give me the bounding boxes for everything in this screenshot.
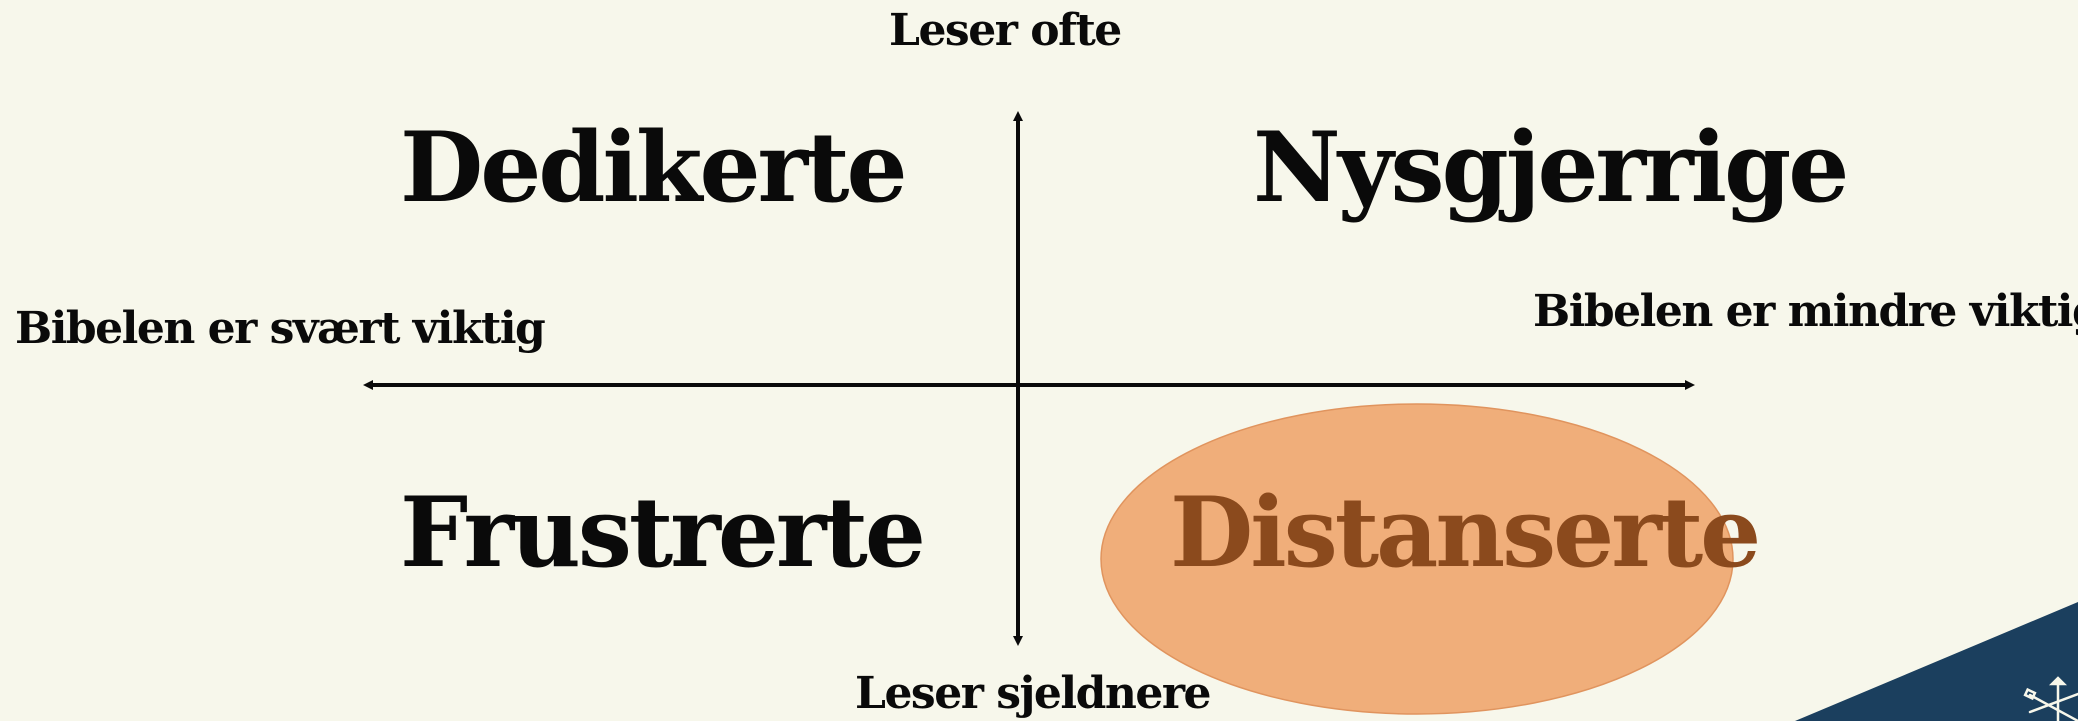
quadrant-label-top-right: Nysgjerrige [1253, 111, 1849, 224]
corner-accent [1795, 602, 2078, 721]
quadrant-label-bottom-left: Frustrerte [400, 476, 926, 589]
axis-label-left: Bibelen er svært viktig [15, 303, 546, 354]
snowflake-icon [2023, 676, 2078, 721]
axis-label-bottom: Leser sjeldnere [855, 668, 1212, 719]
quadrant-label-top-left: Dedikerte [400, 111, 908, 224]
quadrant-label-bottom-right: Distanserte [1170, 476, 1761, 589]
highlight-ellipse [1100, 403, 1734, 715]
axis-label-right: Bibelen er mindre viktig [1533, 286, 2078, 337]
axis-label-top: Leser ofte [889, 5, 1122, 56]
